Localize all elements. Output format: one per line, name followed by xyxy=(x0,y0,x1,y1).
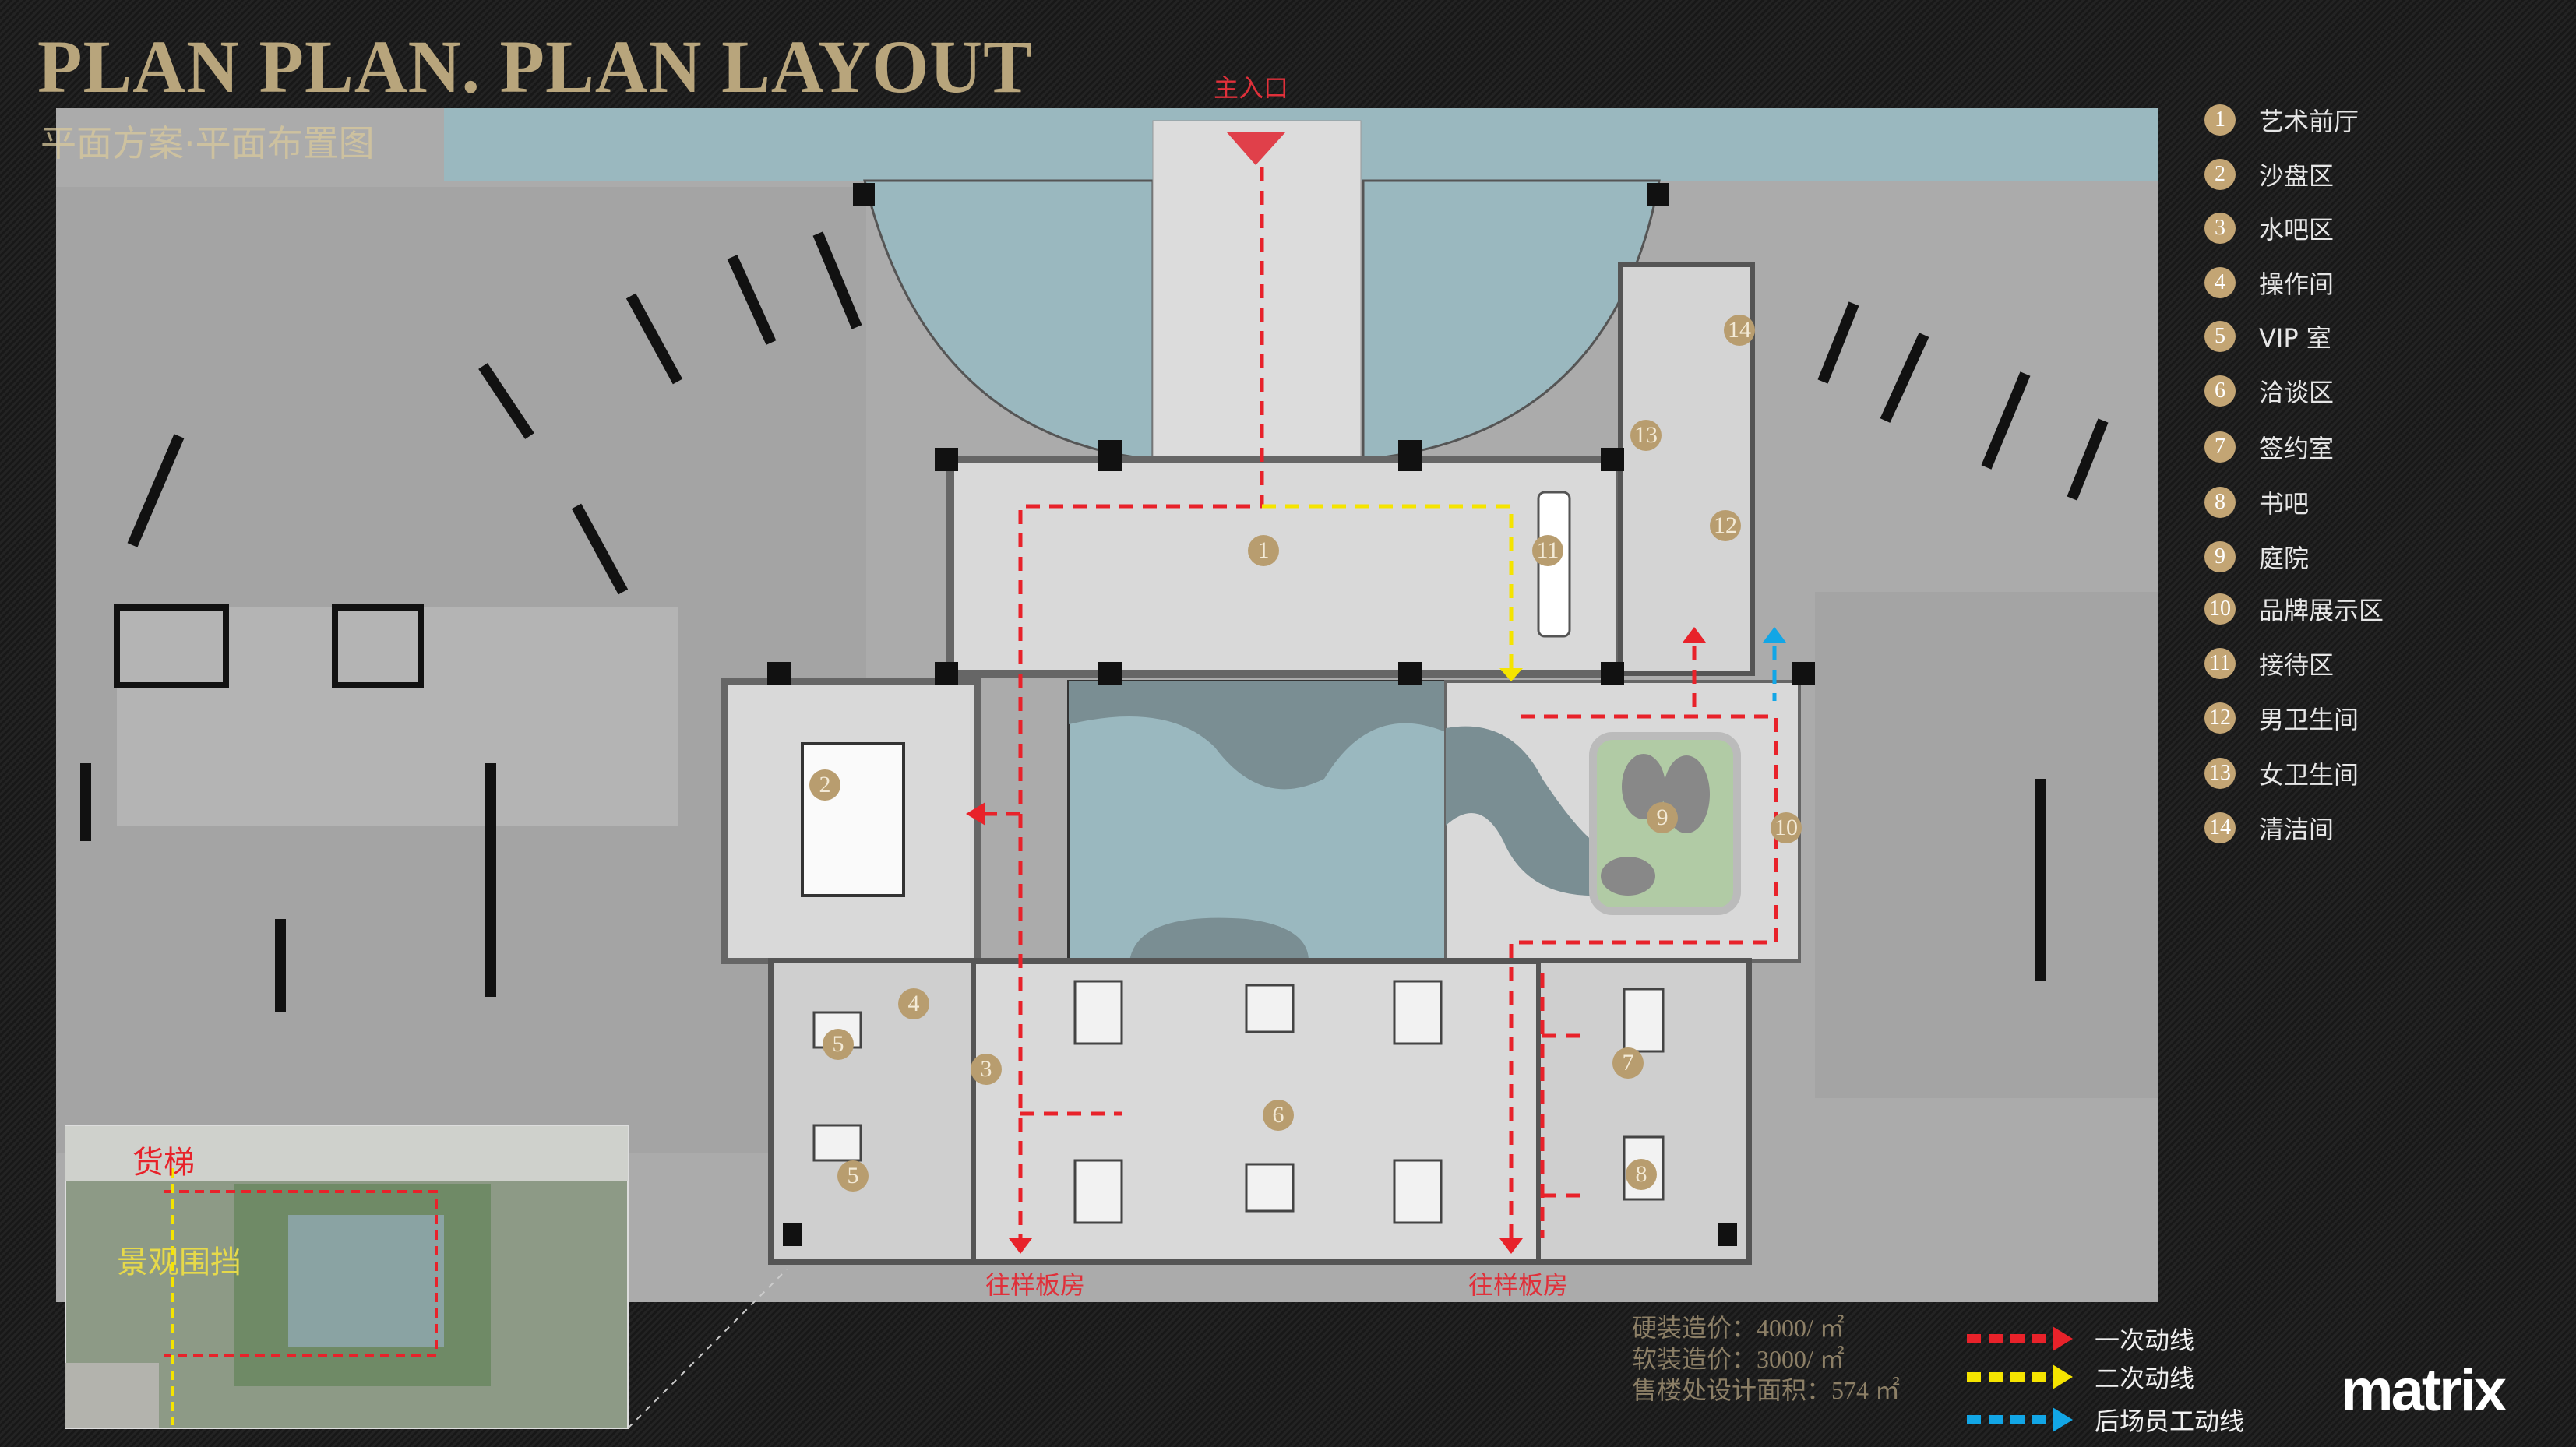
arrow-icon xyxy=(2053,1407,2073,1432)
legend-number: 14 xyxy=(2204,812,2236,843)
flow-legend-primary: 一次动线 xyxy=(1967,1321,2194,1357)
red-dash-icon xyxy=(1967,1334,2053,1343)
flow-legend-secondary: 二次动线 xyxy=(1967,1359,2194,1395)
legend-item: 8 书吧 xyxy=(2204,483,2309,522)
pool-deep-area xyxy=(1069,681,1446,790)
room-marker: 12 xyxy=(1710,510,1741,541)
left-lobby xyxy=(117,607,678,826)
room-marker: 14 xyxy=(1724,315,1755,346)
legend-item: 6 洽谈区 xyxy=(2204,371,2334,410)
room-marker: 3 xyxy=(971,1054,1002,1085)
legend-number: 3 xyxy=(2204,213,2236,244)
legend-label: 沙盘区 xyxy=(2259,161,2335,191)
main-entrance-label: 主入口 xyxy=(1214,73,1289,103)
legend-label: 操作间 xyxy=(2259,269,2335,299)
room-marker: 4 xyxy=(898,988,929,1019)
brand-logo: matrix xyxy=(2341,1357,2507,1424)
yellow-dash-icon xyxy=(1967,1372,2053,1382)
legend-label: 接待区 xyxy=(2259,650,2335,680)
legend-label: 品牌展示区 xyxy=(2259,596,2384,625)
legend-label: 男卫生间 xyxy=(2259,705,2359,734)
legend-number: 7 xyxy=(2204,431,2236,463)
page-title: PLAN PLAN. PLAN LAYOUT xyxy=(37,25,1033,108)
design-area: 售楼处设计面积：574 ㎡ xyxy=(1632,1376,1901,1404)
legend-item: 11 接待区 xyxy=(2204,644,2334,683)
legend-number: 5 xyxy=(2204,321,2236,352)
sand-table-model xyxy=(801,742,905,897)
flow-label: 二次动线 xyxy=(2095,1364,2195,1393)
hard-decoration-cost: 硬装造价：4000/ ㎡ xyxy=(1632,1314,1845,1342)
legend-item: 7 签约室 xyxy=(2204,428,2334,466)
legend-item: 1 艺术前厅 xyxy=(2204,100,2359,139)
legend-number: 13 xyxy=(2204,758,2236,789)
to-showroom-label-left: 往样板房 xyxy=(985,1270,1086,1300)
room-marker: 6 xyxy=(1263,1100,1294,1131)
room-marker: 5 xyxy=(823,1029,854,1060)
flow-label: 后场员工动线 xyxy=(2095,1407,2245,1436)
right-wing xyxy=(1815,592,2158,1098)
legend-item: 9 庭院 xyxy=(2204,537,2309,576)
legend-item: 12 男卫生间 xyxy=(2204,699,2359,738)
legend-item: 5 VIP 室 xyxy=(2204,317,2331,356)
blue-dash-icon xyxy=(1967,1415,2053,1424)
legend-label: 庭院 xyxy=(2259,544,2310,573)
legend-label: 签约室 xyxy=(2259,434,2335,463)
legend-number: 6 xyxy=(2204,375,2236,407)
inset-freight-elevator-label: 货梯 xyxy=(132,1145,195,1181)
legend-label: 书吧 xyxy=(2259,489,2310,519)
entrance-arrow xyxy=(1227,132,1285,165)
room-marker: 9 xyxy=(1647,802,1678,833)
flow-legend-staff: 后场员工动线 xyxy=(1967,1402,2244,1438)
legend-item: 14 清洁间 xyxy=(2204,808,2334,847)
flow-label: 一次动线 xyxy=(2095,1326,2195,1355)
vip-rooms xyxy=(769,959,976,1264)
to-showroom-label-right: 往样板房 xyxy=(1468,1270,1569,1300)
legend-label: 艺术前厅 xyxy=(2259,107,2359,136)
page-subtitle: 平面方案·平面布置图 xyxy=(41,122,375,164)
room-marker: 11 xyxy=(1532,535,1563,566)
legend-number: 2 xyxy=(2204,159,2236,190)
inset-landscape-hoarding-label: 景观围挡 xyxy=(117,1245,241,1280)
legend-item: 4 操作间 xyxy=(2204,263,2334,302)
legend-item: 2 沙盘区 xyxy=(2204,155,2334,194)
legend-item: 13 女卫生间 xyxy=(2204,754,2359,793)
legend-number: 1 xyxy=(2204,104,2236,136)
room-marker: 8 xyxy=(1626,1159,1657,1190)
art-lobby xyxy=(946,456,1624,678)
site-inset xyxy=(65,1125,629,1429)
arrow-icon xyxy=(2053,1326,2073,1351)
legend-number: 11 xyxy=(2204,648,2236,679)
legend-number: 12 xyxy=(2204,702,2236,734)
legend-label: 清洁间 xyxy=(2259,815,2335,844)
legend-label: 水吧区 xyxy=(2259,215,2335,245)
legend-number: 9 xyxy=(2204,541,2236,572)
room-marker: 5 xyxy=(837,1160,869,1192)
secondary-flow-line xyxy=(1262,504,1514,678)
room-marker: 10 xyxy=(1771,812,1802,843)
room-marker: 13 xyxy=(1630,420,1662,451)
legend-label: 洽谈区 xyxy=(2259,378,2335,407)
legend-item: 3 水吧区 xyxy=(2204,209,2334,248)
entrance-corridor xyxy=(1152,120,1362,460)
legend-number: 10 xyxy=(2204,593,2236,625)
soft-decoration-cost: 软装造价：3000/ ㎡ xyxy=(1632,1345,1845,1373)
legend-item: 10 品牌展示区 xyxy=(2204,590,2384,628)
room-marker: 1 xyxy=(1248,535,1279,566)
legend-number: 8 xyxy=(2204,487,2236,518)
room-marker: 7 xyxy=(1612,1047,1644,1079)
legend-number: 4 xyxy=(2204,267,2236,298)
legend-label: VIP 室 xyxy=(2259,323,2331,353)
arrow-icon xyxy=(2053,1364,2073,1389)
room-marker: 2 xyxy=(809,769,840,801)
legend-label: 女卫生间 xyxy=(2259,760,2359,790)
primary-flow-line xyxy=(1018,167,1264,1238)
